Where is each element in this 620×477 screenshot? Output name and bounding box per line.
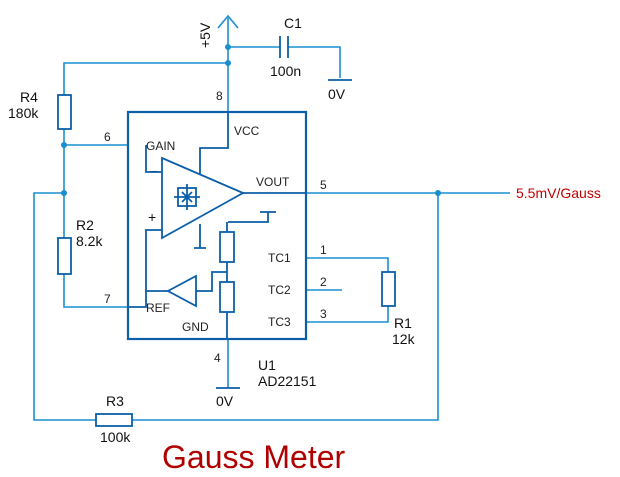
resistor-r4 [57, 94, 72, 130]
hall-sensor-cross [174, 184, 200, 210]
pin-name-tc2: TC2 [268, 283, 291, 297]
c1-ref-label: C1 [284, 15, 302, 31]
amp-minus-sign: − [150, 163, 158, 179]
u1-ground-label: 0V [216, 393, 234, 409]
pin-name-gnd: GND [182, 320, 209, 334]
resistor-r2 [57, 237, 72, 275]
junction-dot [61, 142, 67, 148]
pin-number-gnd: 4 [214, 351, 221, 365]
vcc-internal-wire [199, 112, 229, 174]
ref-internal-wire [145, 229, 168, 292]
buffer-wire [196, 271, 227, 292]
supply-arrow-icon [217, 14, 239, 29]
chip-internal-circuit: − + [128, 112, 306, 339]
pin-name-gain: GAIN [146, 139, 175, 153]
pin-name-ref: REF [146, 301, 170, 315]
r4-ref-label: R4 [20, 89, 38, 105]
u1-ref-label: U1 [258, 357, 276, 373]
pin-number-tc2: 2 [320, 275, 327, 289]
feedback-wire [33, 192, 439, 421]
r1-value-label: 12k [392, 331, 416, 347]
r1-ref-label: R1 [394, 315, 412, 331]
capacitor-c1 [279, 36, 289, 58]
pin-number-gain: 6 [104, 130, 111, 144]
pin-number-tc1: 1 [320, 243, 327, 257]
amplifier-triangle-icon [161, 156, 246, 240]
pin-name-tc1: TC1 [268, 251, 291, 265]
pin-number-vout: 5 [320, 178, 327, 192]
junction-dot [435, 190, 441, 196]
supply-label: +5V [197, 22, 213, 48]
r2-value-label: 8.2k [76, 233, 103, 249]
junction-dot [225, 44, 231, 50]
output-label: 5.5mV/Gauss [516, 185, 601, 201]
junctions [61, 44, 441, 196]
pin-name-vout: VOUT [256, 175, 290, 189]
r2-ref-label: R2 [76, 217, 94, 233]
gain-internal-wire [145, 145, 162, 173]
pin-number-tc3: 3 [320, 307, 327, 321]
r4-top-wire [63, 62, 228, 95]
c1-value-label: 100n [270, 63, 301, 79]
r3-value-label: 100k [100, 429, 131, 445]
tc3-wire [306, 306, 389, 323]
pin-number-ref: 7 [104, 292, 111, 306]
ref-wire [63, 274, 128, 308]
c1-ground-label: 0V [328, 86, 346, 102]
pin-number-vcc: 8 [216, 89, 223, 103]
internal-ground-icon [228, 211, 276, 223]
r3-ref-label: R3 [106, 393, 124, 409]
diagram-title: Gauss Meter [162, 439, 346, 475]
pin-name-tc3: TC3 [268, 315, 291, 329]
u1-part-label: AD22151 [258, 373, 317, 389]
junction-dot [225, 60, 231, 66]
resistor-r3 [95, 413, 133, 427]
pin-name-vcc: VCC [234, 124, 260, 138]
ref-pin-internal [128, 291, 147, 308]
junction-dot [61, 190, 67, 196]
tc1-wire [306, 257, 389, 272]
chip-u1-body [126, 110, 308, 341]
amp-plus-sign: + [148, 209, 156, 225]
resistor-r1 [381, 271, 396, 307]
amp-ground-wire [194, 224, 206, 249]
c1-wire [228, 46, 341, 78]
r4-value-label: 180k [8, 105, 39, 121]
